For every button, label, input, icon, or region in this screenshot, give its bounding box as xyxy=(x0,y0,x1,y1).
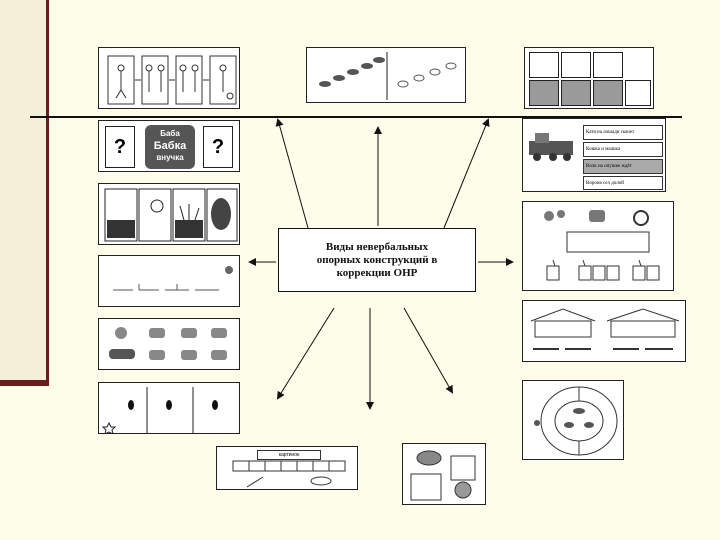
card-word-strip: картинок xyxy=(216,446,358,490)
center-title: Виды невербальных опорных конструкций в … xyxy=(316,240,438,279)
dots-scheme-illustration xyxy=(101,387,218,433)
card-plant-sequence xyxy=(98,183,240,245)
card-sentence-scheme xyxy=(522,201,674,291)
card-circle-scheme xyxy=(522,380,624,460)
card-dots-scheme xyxy=(98,382,240,434)
circle-scheme-illustration xyxy=(534,386,618,456)
arrow-top-left xyxy=(275,118,309,229)
center-title-box: Виды невербальных опорных конструкций в … xyxy=(278,228,476,292)
word-card-line-2: Бабка xyxy=(153,140,187,152)
sentence-scheme-illustration xyxy=(544,210,660,281)
objects-grid-illustration xyxy=(109,327,227,360)
word-card-line-1: Баба xyxy=(160,129,180,138)
arrow-bottom-left xyxy=(276,307,335,400)
shapes-illustration xyxy=(410,450,476,501)
card-train-list: Катя на лошади скачет Кошка и мышка Волк… xyxy=(522,118,666,192)
list-item: Ворона сел долой xyxy=(583,176,663,190)
horizontal-divider xyxy=(30,116,682,118)
card-people-sequence xyxy=(98,47,240,109)
word-strip-title: картинок xyxy=(257,450,321,460)
grid-cell xyxy=(625,80,651,106)
people-sequence-illustration xyxy=(107,55,237,105)
arrow-top-right xyxy=(443,118,490,229)
word-card-image: Баба Бабка внучка xyxy=(145,125,195,169)
lines-illustration xyxy=(113,266,233,291)
house-scheme-illustration xyxy=(530,308,680,350)
grid-cell xyxy=(529,80,559,106)
left-decor-rule xyxy=(46,0,49,386)
grid-cell xyxy=(593,80,623,106)
card-question-word: ? Баба Бабка внучка ? xyxy=(98,120,240,172)
list-item: Кошка и мышка xyxy=(583,142,663,157)
word-strip-illustration xyxy=(232,460,346,488)
question-mark-right: ? xyxy=(203,126,233,168)
question-mark-left: ? xyxy=(105,126,135,168)
word-card-line-3: внучка xyxy=(156,153,184,162)
card-footprints xyxy=(306,47,466,103)
card-grey-grid xyxy=(524,47,654,109)
grid-cell xyxy=(593,52,623,78)
grid-cell xyxy=(561,80,591,106)
left-decor-foot xyxy=(0,380,49,386)
plant-sequence-illustration xyxy=(104,188,238,242)
card-shapes xyxy=(402,443,486,505)
grid-cell xyxy=(561,52,591,78)
card-objects-grid xyxy=(98,318,240,370)
arrow-bottom-right xyxy=(403,307,453,394)
card-house-scheme xyxy=(522,300,686,362)
list-item: Катя на лошади скачет xyxy=(583,125,663,140)
footprints-illustration xyxy=(319,52,457,100)
card-lines-blank xyxy=(98,255,240,307)
grid-cell xyxy=(529,52,559,78)
train-icon xyxy=(529,133,573,161)
list-item: Волк на опушке ждёт xyxy=(583,159,663,174)
left-decor-bar xyxy=(0,0,46,383)
